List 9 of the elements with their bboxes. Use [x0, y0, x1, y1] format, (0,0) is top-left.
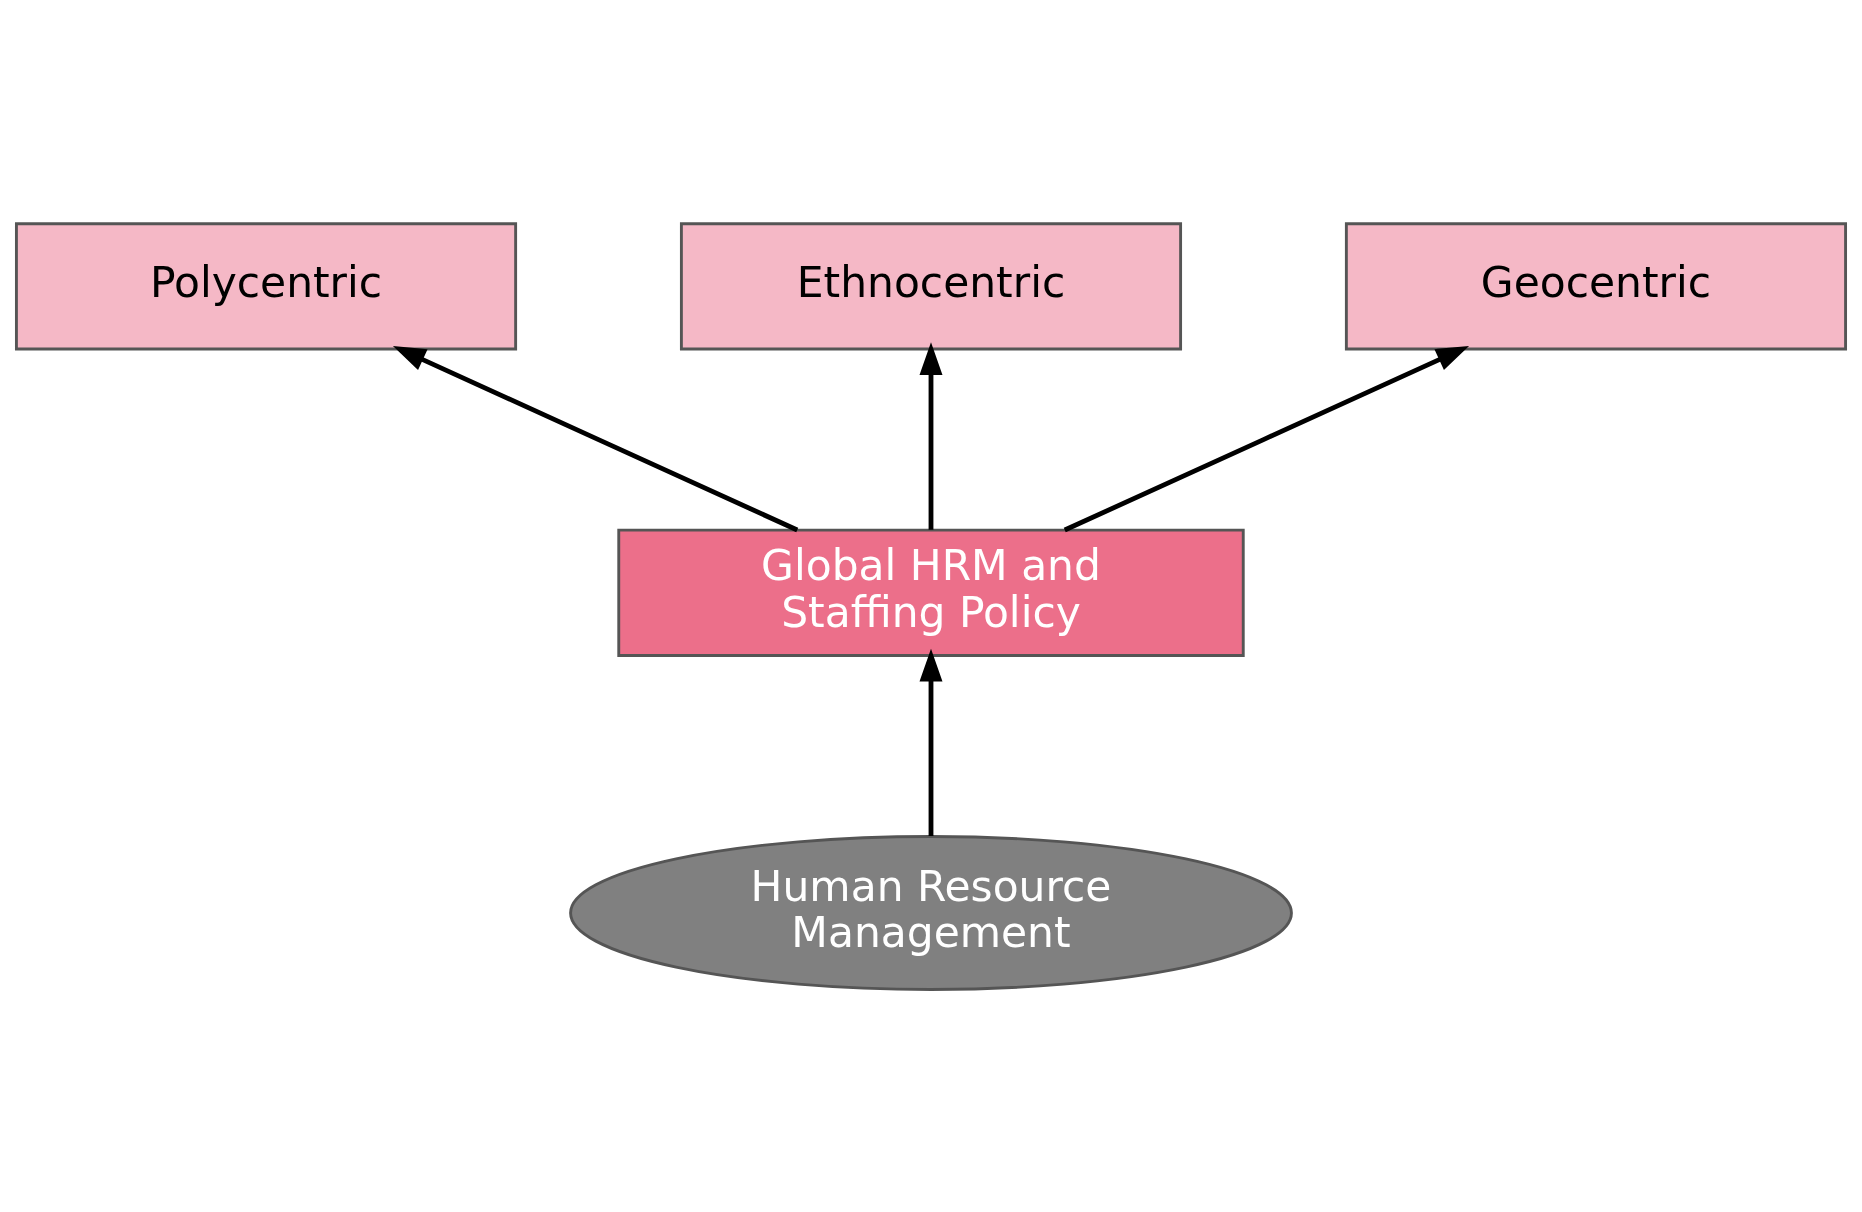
node-box: Ethnocentric	[679, 221, 1183, 350]
arrow	[919, 648, 943, 836]
arrow	[392, 345, 799, 532]
node-box: Global HRM and Staffing Policy	[617, 528, 1245, 657]
arrow	[1063, 345, 1470, 532]
node-box: Geocentric	[1344, 221, 1847, 350]
node-ellipse: Human Resource Management	[569, 834, 1293, 991]
arrow	[919, 341, 943, 530]
node-box: Polycentric	[15, 221, 518, 350]
